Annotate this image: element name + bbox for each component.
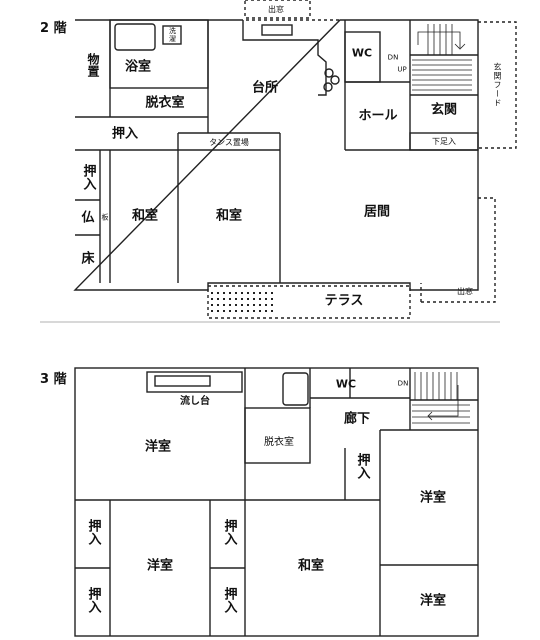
floor2-bay-window-top-label: 出窓 [268,5,284,14]
stove-burner [330,75,340,85]
floor2-title: 2 階 [40,21,67,36]
floor3-dressing-label: 脱衣室 [264,437,294,448]
floor2-washitsu-right-label: 和室 [215,208,243,224]
floor3-sink-label: 流し台 [180,396,210,407]
stove-burner [323,82,333,92]
floor2-bath [109,19,209,89]
floor2-tokonoma-label: 床 [81,251,95,267]
floor3-dn-label: DN [397,379,409,388]
floor2-entrance-label: 玄関 [430,102,458,118]
floor2-terrace [207,285,411,319]
floor3-wc-label: WC [335,377,357,391]
floor2-tansu-label: タンス置場 [209,138,249,147]
bathtub [114,23,156,51]
floor3-dressing [244,407,311,464]
floor3-western-tl-label: 洋室 [144,439,172,455]
floor3-sink-basin [154,375,211,387]
floor2-up-label: UP [397,65,407,74]
floor2-storage-label: 物置 [86,53,100,77]
floor3-title: 3 階 [40,372,67,387]
floor3-closet-mid-label: 押入 [354,453,370,479]
floor2-entrance-hood-label: 玄関フード [493,62,502,108]
floor3-sink-counter [146,371,243,393]
floor3-western-bl-label: 洋室 [146,558,174,574]
floor3-washitsu-label: 和室 [297,558,325,574]
floor2-living-label: 居間 [363,204,391,220]
shoe-closet-box [409,132,479,151]
stair-treads [412,24,472,91]
floor2-closet-left-label: 押入 [80,164,96,190]
floor2-wc-label: WC [351,46,373,60]
floor3-bathtub [282,372,309,406]
floor3-closet-c2-label: 押入 [221,587,237,613]
floor2-bay-window-right [420,197,496,303]
floor2-kitchen-label: 台所 [251,80,279,96]
floor3-western-r2-label: 洋室 [419,593,447,609]
floor2-bath-label: 浴室 [124,59,152,75]
floor2-dressing-label: 脱衣室 [145,95,185,111]
kitchen-counter [242,20,327,96]
floor2-washitsu-left-label: 和室 [131,208,159,224]
floor2-bay-window-right-label: 出窓 [457,287,473,296]
floor3-closet-l2-label: 押入 [85,587,101,613]
floor2-bay-window-top [244,0,311,19]
floor2-hall-label: ホール [358,108,398,124]
floor3-closet-c1-label: 押入 [221,519,237,545]
floor2-washer-label: 洗濯 [168,27,177,43]
floor2-board-label: 板 [101,213,109,222]
floor3-stair-treads [412,372,470,424]
floor2-terrace-hatching [211,292,273,316]
stove-burner [324,68,334,78]
floor2-shoe-closet-label: 下足入 [432,137,456,146]
floor2-entrance-hood [478,21,517,149]
floor3-corridor-label: 廊下 [343,411,371,427]
floor2-dn-label: DN [387,53,399,62]
floor3-outer-wall [74,367,479,637]
floor2-closet-top-label: 押入 [111,126,139,142]
floor2-butsudan-label: 仏 [81,210,95,226]
floor3-closet-l1-label: 押入 [85,519,101,545]
kitchen-sink [261,24,293,36]
floor3-western-r1-label: 洋室 [419,490,447,506]
washer-box [162,25,182,45]
floor2-terrace-label: テラス [324,293,364,309]
